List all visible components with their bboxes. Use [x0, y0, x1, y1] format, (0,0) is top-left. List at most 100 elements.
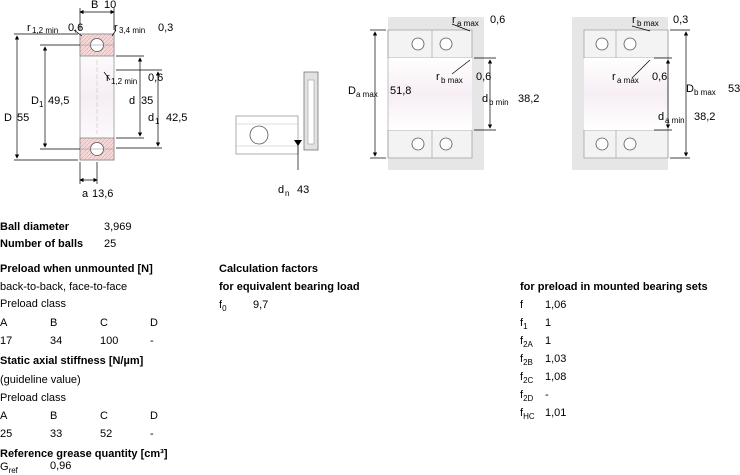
housing-a-drawing	[387, 17, 484, 170]
stiffness-class-B: B	[50, 410, 58, 422]
calc-heading: Calculation factors	[219, 263, 319, 275]
value-ra-b: 0,6	[652, 71, 667, 83]
value-D: 55	[17, 112, 29, 124]
mounted-sym: f	[520, 317, 524, 329]
preload-class-A: A	[0, 317, 8, 329]
preload-class-C: C	[100, 317, 108, 329]
mounted-sym: f	[520, 353, 524, 365]
preload-arrangement: back-to-back, face-to-face	[0, 281, 128, 293]
calc-f0-letter: f	[219, 299, 223, 311]
grease-symbol-letter: G	[0, 461, 9, 473]
value-rb-b: 0,3	[673, 14, 688, 26]
mounted-sym: f	[520, 335, 524, 347]
grease-symbol: Gref	[0, 461, 18, 475]
label-d: d	[129, 95, 135, 107]
mounted-sub: 2A	[523, 340, 533, 349]
mounted-sub: 1	[523, 322, 528, 331]
mounted-row-f2d: f2D	[520, 389, 534, 403]
preload-value-A: 17	[0, 335, 13, 347]
label-r12-top: r	[27, 22, 31, 34]
value-r12-mid: 0,6	[148, 72, 163, 84]
mounted-row-fhc: fHC	[520, 407, 535, 421]
label-rb-sub: b max	[441, 76, 463, 85]
label-Da: D	[348, 85, 356, 97]
mounted-sym: f	[520, 371, 524, 383]
label-d1-sub: 1	[155, 117, 160, 126]
preload-value-B: 34	[50, 335, 63, 347]
mounted-row-f: f	[520, 299, 523, 312]
mounted-val-f1: 1	[545, 317, 552, 329]
mounted-sub: 2D	[523, 394, 534, 403]
label-ra-sub: a max	[457, 19, 479, 28]
mounted-val-f2a: 1	[545, 335, 552, 347]
label-r34-sub: 3,4 min	[119, 26, 145, 35]
mounted-row-f2a: f2A	[520, 335, 533, 349]
bearing-dimension-drawing: B 10 r 1,2 min 0,6 r 3,4 min 0,3 r 1,2 m…	[4, 0, 740, 200]
mounted-sub: 2C	[523, 376, 534, 385]
bearing-labels: B 10 r 1,2 min 0,6 r 3,4 min 0,3 r 1,2 m…	[4, 0, 187, 200]
mounted-val-f2c: 1,08	[545, 371, 567, 383]
calc-f0-value: 9,7	[253, 299, 269, 311]
label-dn: d	[278, 184, 284, 196]
label-Db-sub: b max	[694, 88, 716, 97]
nozzle-labels: d n 43	[278, 184, 309, 198]
mounted-val-fhc: 1,01	[545, 407, 567, 419]
value-r12-top: 0,6	[68, 22, 83, 34]
stiffness-value-D: -	[150, 428, 154, 440]
stiffness-class-C: C	[100, 410, 108, 422]
label-D: D	[4, 112, 12, 124]
stiffness-class-label: Preload class	[0, 392, 67, 404]
label-D1: D	[31, 95, 39, 107]
mounted-sym: f	[520, 407, 524, 419]
mounted-sub: HC	[523, 412, 535, 421]
bearing-section	[79, 33, 115, 161]
value-d1: 42,5	[166, 112, 187, 124]
mounted-val-f: 1,06	[545, 299, 567, 311]
mounted-row-f1: f1	[520, 317, 528, 331]
label-r34: r	[114, 22, 118, 34]
label-ra-b-sub: a max	[617, 76, 639, 85]
ball-diameter-value: 3,969	[104, 221, 132, 233]
value-d: 35	[141, 95, 153, 107]
label-db: d	[482, 93, 488, 105]
housing-b-labels: r b max 0,3 r a max 0,6 D b max 53 d a m…	[612, 14, 740, 125]
label-rb: r	[436, 71, 440, 83]
label-r12-top-sub: 1,2 min	[32, 26, 58, 35]
ball-count-value: 25	[104, 238, 117, 250]
value-Da: 51,8	[390, 85, 411, 97]
preload-class-D: D	[150, 317, 158, 329]
stiffness-heading: Static axial stiffness [N/µm]	[0, 355, 144, 367]
value-r34: 0,3	[158, 22, 173, 34]
preload-heading: Preload when unmounted [N]	[0, 263, 153, 275]
label-D1-sub: 1	[39, 100, 44, 109]
label-rb-b: r	[632, 14, 636, 26]
housing-b-dimension-lines	[631, 25, 690, 159]
label-a: a	[82, 188, 89, 200]
preload-value-C: 100	[100, 335, 119, 347]
mounted-val-f2b: 1,03	[545, 353, 567, 365]
stiffness-value-C: 52	[100, 428, 113, 440]
stiffness-value-A: 25	[0, 428, 13, 440]
calc-f0-sub: 0	[222, 304, 227, 313]
label-B: B	[91, 0, 98, 11]
preload-class-B: B	[50, 317, 58, 329]
value-Db: 53	[728, 83, 740, 95]
bearing-dimension-lines	[14, 8, 162, 184]
value-a: 13,6	[92, 188, 113, 200]
value-db: 38,2	[518, 93, 539, 105]
mounted-sub: 2B	[523, 358, 533, 367]
value-B: 10	[104, 0, 116, 11]
grease-heading: Reference grease quantity [cm³]	[0, 448, 168, 460]
label-Da-sub: a max	[356, 90, 378, 99]
value-D1: 49,5	[48, 95, 69, 107]
calc-f0-symbol: f0	[219, 299, 227, 313]
mounted-heading: for preload in mounted bearing sets	[520, 281, 708, 293]
stiffness-note: (guideline value)	[0, 374, 81, 386]
ball-count-label: Number of balls	[0, 238, 84, 250]
label-ra: r	[452, 14, 456, 26]
housing-b-drawing	[572, 17, 669, 170]
preload-value-D: -	[150, 335, 154, 347]
value-dn: 43	[297, 184, 309, 196]
mounted-sym: f	[520, 389, 524, 401]
value-da: 38,2	[694, 111, 715, 123]
